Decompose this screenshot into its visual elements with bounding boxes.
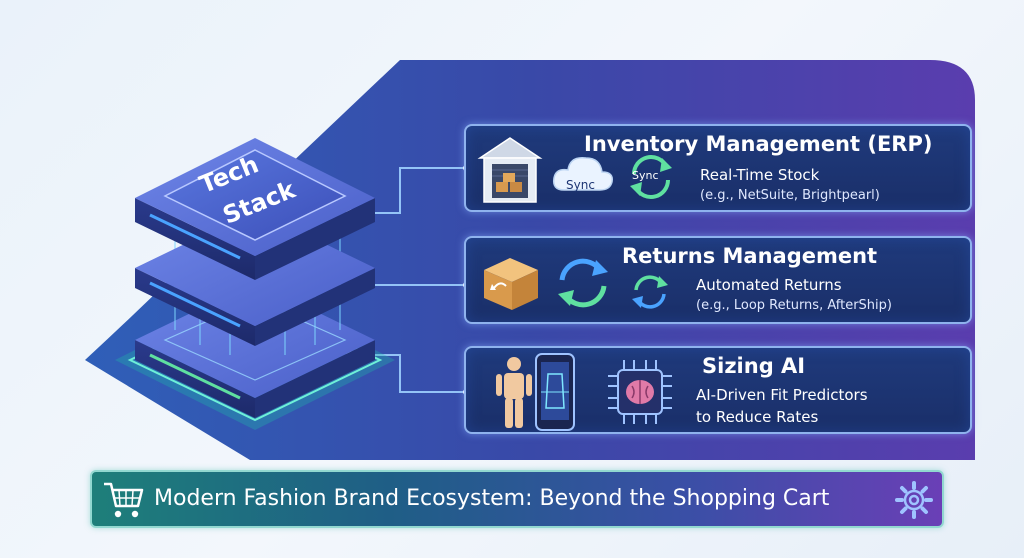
sync-arrows-label: Sync xyxy=(632,169,659,182)
gear-icon xyxy=(895,481,933,519)
server-tier-top xyxy=(135,138,375,280)
card-subtitle-line2: to Reduce Rates xyxy=(696,408,819,426)
return-box-icon xyxy=(484,258,538,310)
card-examples: (e.g., Loop Returns, AfterShip) xyxy=(696,298,892,313)
banner-title: Modern Fashion Brand Ecosystem: Beyond t… xyxy=(154,486,830,511)
card-title: Sizing AI xyxy=(702,354,806,378)
card-title: Inventory Management (ERP) xyxy=(584,132,933,156)
card-title: Returns Management xyxy=(622,244,878,268)
card-subtitle: Automated Returns xyxy=(696,276,842,294)
warehouse-icon xyxy=(477,137,543,203)
sync-arrows-icon xyxy=(630,155,672,199)
phone-scan-icon xyxy=(535,353,575,431)
cloud-sync-label: Sync xyxy=(566,178,595,192)
cloud-sync-icon xyxy=(552,157,614,191)
card-subtitle: AI-Driven Fit Predictors xyxy=(696,386,868,404)
body-scan-icon xyxy=(496,357,532,428)
ecosystem-banner: Modern Fashion Brand Ecosystem: Beyond t… xyxy=(90,470,944,528)
refresh-large-icon xyxy=(558,258,608,308)
shopping-cart-icon xyxy=(104,482,144,518)
card-returns-management: Returns Management Automated Returns (e.… xyxy=(464,236,972,324)
card-subtitle: Real-Time Stock xyxy=(700,166,820,184)
card-inventory-management: Inventory Management (ERP) Sync Sync Rea… xyxy=(464,124,972,212)
card-sizing-ai: Sizing AI AI-Driven Fit Predictors to Re… xyxy=(464,346,972,434)
card-examples: (e.g., NetSuite, Brightpearl) xyxy=(700,188,880,203)
refresh-small-icon xyxy=(632,275,668,309)
ai-chip-icon xyxy=(608,360,672,424)
